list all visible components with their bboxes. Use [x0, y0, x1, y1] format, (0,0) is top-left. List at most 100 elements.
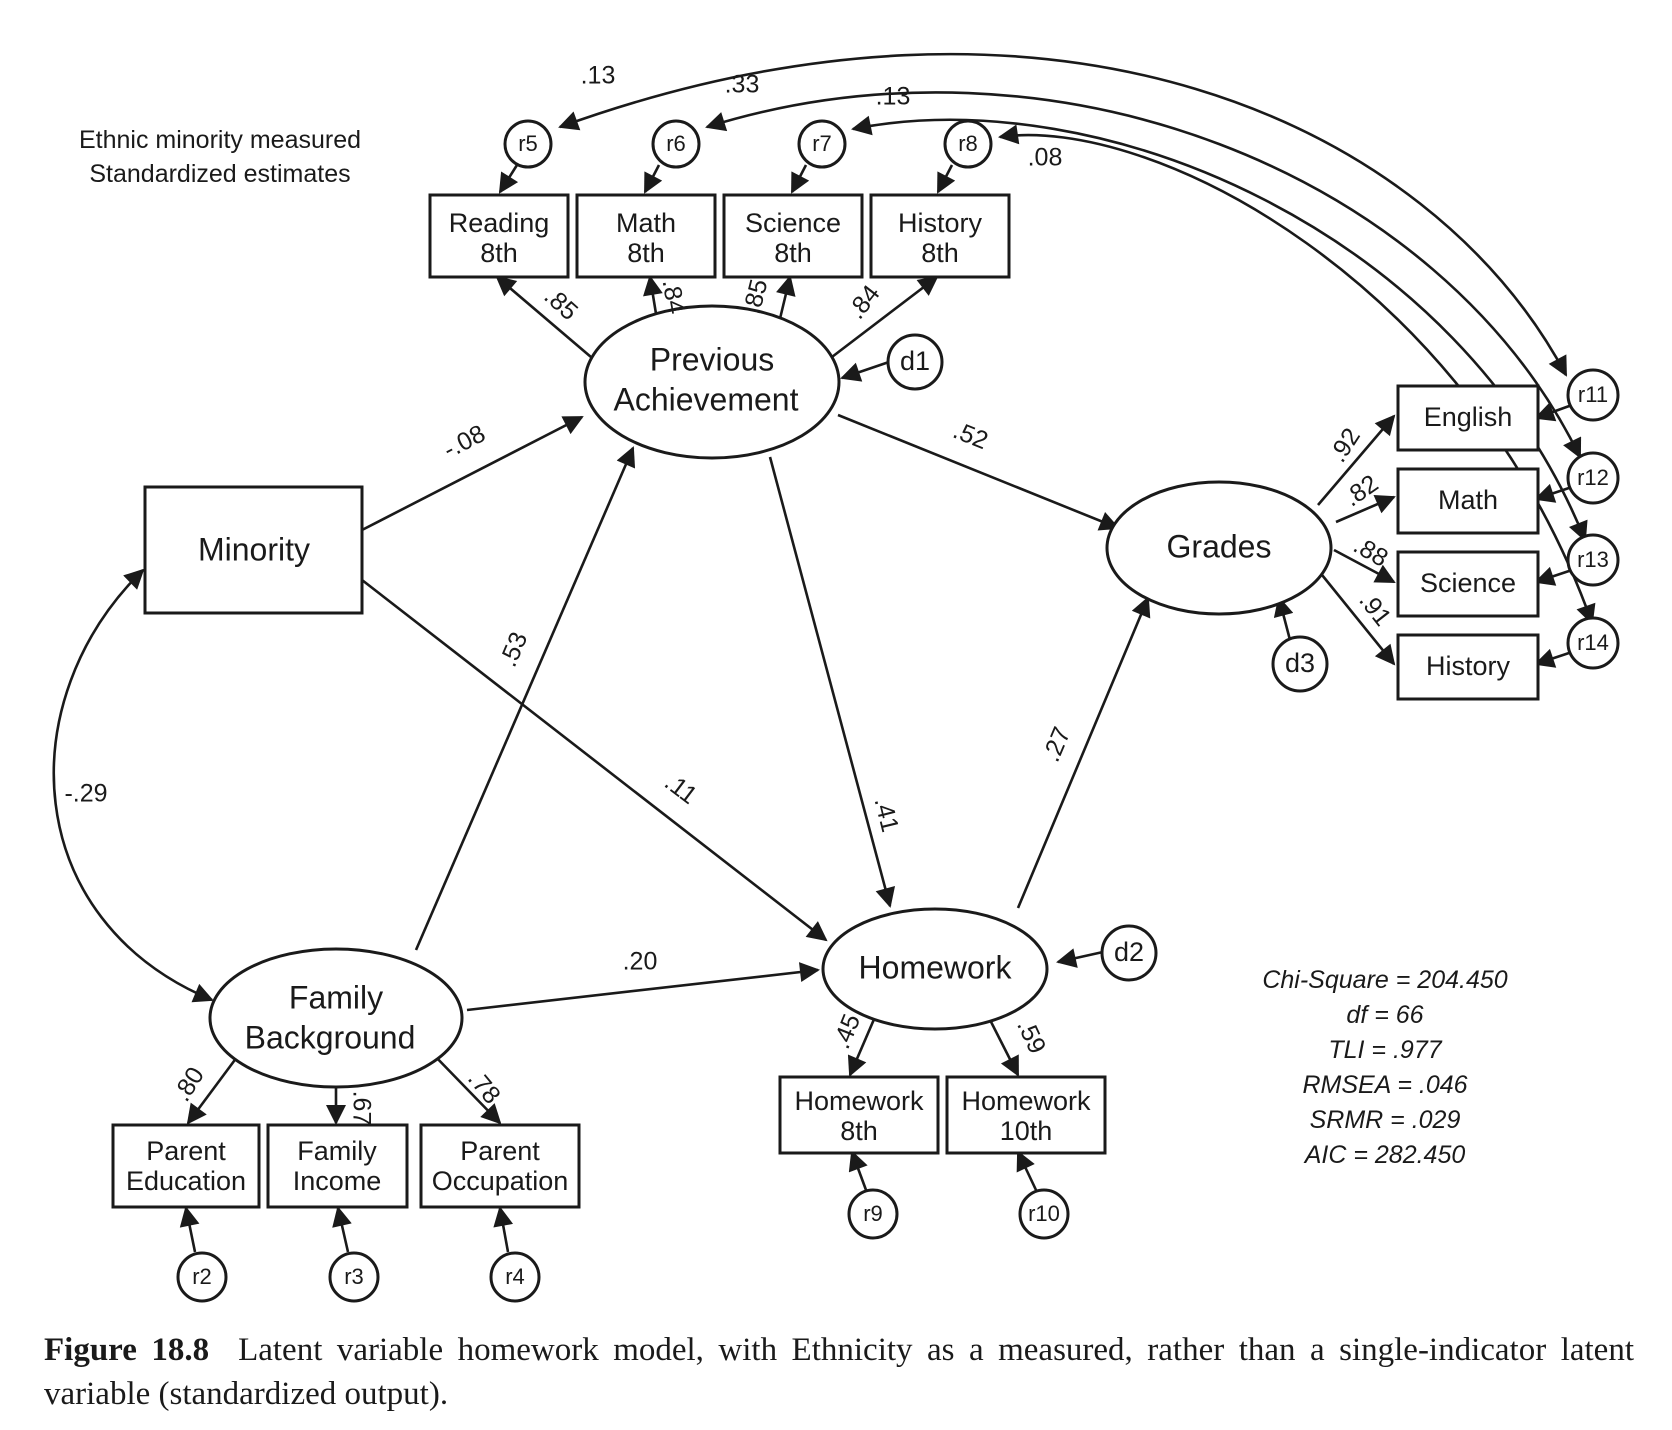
- svg-text:Family: Family: [297, 1136, 377, 1166]
- svg-text:Homework: Homework: [859, 949, 1013, 985]
- coef-math-8th: .84: [657, 277, 691, 316]
- svg-text:d2: d2: [1114, 937, 1144, 967]
- svg-text:Homework: Homework: [794, 1086, 924, 1116]
- svg-text:r14: r14: [1577, 630, 1609, 655]
- svg-text:Education: Education: [126, 1166, 246, 1196]
- pa-to-grades: [837, 413, 1120, 531]
- svg-text:Math: Math: [616, 208, 676, 238]
- svg-text:Grades: Grades: [1167, 528, 1272, 564]
- svg-text:r3: r3: [344, 1264, 364, 1289]
- svg-text:Background: Background: [245, 1019, 416, 1055]
- coef-pa-homework: .41: [869, 794, 905, 835]
- indicator-homework-10th: Homework 10th: [945, 1075, 1107, 1155]
- svg-text:History: History: [1426, 651, 1511, 681]
- svg-text:r8: r8: [958, 131, 978, 156]
- svg-text:8th: 8th: [480, 238, 518, 268]
- coef-science: .88: [1349, 531, 1393, 573]
- svg-text:History: History: [898, 208, 983, 238]
- indicator-parent-occupation: Parent Occupation: [419, 1123, 581, 1209]
- r9-to-homework8: [848, 1150, 868, 1191]
- svg-text:r11: r11: [1578, 382, 1608, 407]
- minority-to-pa: [361, 415, 584, 532]
- residual-r3: r3: [328, 1251, 380, 1303]
- coef-pa-grades: .52: [949, 416, 992, 455]
- coef-famback-pa: .53: [494, 628, 533, 671]
- r10-to-homework10: [1016, 1150, 1038, 1191]
- svg-text:r13: r13: [1577, 547, 1609, 572]
- svg-text:Science: Science: [745, 208, 841, 238]
- svg-text:Homework: Homework: [961, 1086, 1091, 1116]
- coef-r7-r13: .13: [876, 83, 911, 111]
- minority-to-homework: [361, 578, 828, 942]
- pa-to-reading: [495, 275, 599, 364]
- coef-parent-occupation: .78: [462, 1065, 506, 1110]
- svg-text:r9: r9: [863, 1201, 883, 1226]
- svg-text:8th: 8th: [774, 238, 812, 268]
- svg-text:Parent: Parent: [460, 1136, 540, 1166]
- svg-text:r4: r4: [505, 1264, 525, 1289]
- indicator-reading-8th: Reading 8th: [428, 193, 570, 279]
- edges: [52, 52, 1596, 1253]
- residual-r5: r5: [503, 119, 553, 169]
- r4-to-parent-occupation: [493, 1206, 514, 1253]
- fit-rmsea: RMSEA = .046: [1302, 1071, 1467, 1099]
- r14-to-history: [1534, 648, 1573, 668]
- residual-r2: r2: [176, 1251, 228, 1303]
- fb-to-parent-education: [186, 1052, 242, 1125]
- figure-caption: Figure 18.8 Latent variable homework mod…: [44, 1328, 1634, 1416]
- r7-to-science8: [790, 164, 810, 194]
- indicator-parent-education: Parent Education: [111, 1123, 261, 1209]
- coef-history-8th: .84: [842, 280, 886, 325]
- coef-minority-famback: -.29: [64, 780, 107, 808]
- svg-text:Income: Income: [293, 1166, 382, 1196]
- r6-to-math8: [643, 164, 663, 194]
- svg-text:Previous: Previous: [650, 341, 775, 377]
- svg-text:d3: d3: [1285, 648, 1315, 678]
- svg-text:r2: r2: [192, 1264, 212, 1289]
- pa-to-history8: [827, 275, 939, 362]
- residual-r14: r14: [1566, 616, 1620, 670]
- coef-r6-r12: .33: [725, 71, 760, 99]
- grades-to-history: [1316, 569, 1396, 666]
- svg-text:10th: 10th: [1000, 1116, 1053, 1146]
- latent-family-background: Family Background: [208, 947, 464, 1089]
- fit-chi-square: Chi-Square = 204.450: [1262, 966, 1507, 994]
- grades-to-english: [1317, 414, 1396, 506]
- svg-text:Minority: Minority: [198, 531, 310, 567]
- indicator-family-income: Family Income: [266, 1123, 409, 1209]
- latent-grades: Grades: [1105, 480, 1333, 616]
- latent-previous-achievement: Previous Achievement: [583, 304, 841, 460]
- svg-text:8th: 8th: [921, 238, 959, 268]
- r11-to-english: [1534, 402, 1573, 422]
- caption-label: Figure 18.8: [44, 1332, 210, 1368]
- d3-to-grades: [1273, 596, 1294, 641]
- r12-to-math: [1534, 483, 1573, 503]
- disturbance-d1: d1: [886, 333, 944, 391]
- indicator-science-8th: Science 8th: [722, 193, 864, 279]
- svg-text:d1: d1: [900, 346, 930, 376]
- r13-to-science: [1534, 566, 1573, 586]
- famback-to-homework: [466, 962, 820, 1012]
- residual-r11: r11: [1566, 368, 1620, 422]
- r8-to-history8: [936, 164, 956, 194]
- grades-to-science: [1333, 548, 1396, 584]
- caption-text: Latent variable homework model, with Eth…: [44, 1332, 1634, 1412]
- grades-to-math: [1335, 494, 1396, 524]
- svg-text:Math: Math: [1438, 485, 1498, 515]
- coef-homework-10th: .59: [1011, 1015, 1051, 1058]
- svg-text:r10: r10: [1028, 1201, 1060, 1226]
- homework-to-grades: [1016, 596, 1151, 909]
- fit-aic: AIC = 282.450: [1303, 1141, 1466, 1169]
- fit-srmr: SRMR = .029: [1310, 1106, 1461, 1134]
- coef-math: .82: [1339, 469, 1384, 512]
- disturbance-d3: d3: [1271, 635, 1329, 693]
- coef-minority-pa: -.08: [439, 420, 490, 465]
- svg-text:r12: r12: [1577, 465, 1609, 490]
- indicator-english: English: [1396, 384, 1540, 452]
- indicator-history-8th: History 8th: [869, 193, 1011, 279]
- pa-to-homework: [768, 456, 896, 908]
- coef-parent-education: .80: [168, 1062, 210, 1106]
- residual-r13: r13: [1566, 533, 1620, 587]
- svg-text:Achievement: Achievement: [614, 381, 799, 417]
- indicator-math-8th: Math 8th: [575, 193, 717, 279]
